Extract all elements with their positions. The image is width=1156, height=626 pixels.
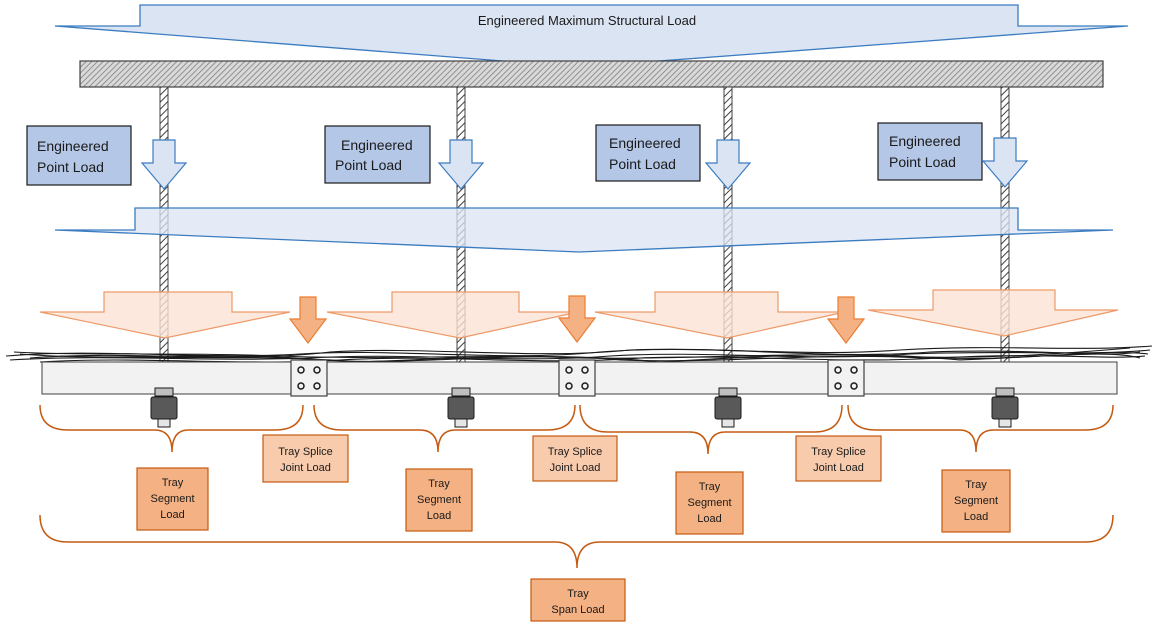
point-load-arrow bbox=[140, 139, 188, 190]
segment-label-2: Tray Segment Load bbox=[405, 468, 473, 532]
splice-plate bbox=[290, 359, 328, 397]
rod-nuts bbox=[150, 387, 1019, 428]
rod-nut bbox=[447, 387, 475, 428]
point-load-text: Point Load bbox=[335, 157, 402, 173]
segment-load-arrow bbox=[594, 291, 846, 339]
span-label: Tray Span Load bbox=[530, 578, 626, 622]
structural-load-label: Engineered Maximum Structural Load bbox=[478, 13, 696, 28]
distributed-load-arrow bbox=[54, 207, 1114, 253]
point-load-arrows bbox=[140, 137, 1029, 190]
rod-nut bbox=[150, 387, 178, 428]
span-bracket bbox=[39, 514, 1114, 569]
segment-label-text: Segment bbox=[954, 495, 998, 507]
point-load-text: Engineered bbox=[37, 138, 109, 154]
point-load-box bbox=[324, 125, 431, 184]
segment-label-4: Tray Segment Load bbox=[941, 469, 1011, 533]
segment-brackets bbox=[39, 404, 1114, 455]
splice-label-2: Tray Splice Joint Load bbox=[532, 435, 618, 482]
point-load-text: Engineered bbox=[341, 137, 413, 153]
point-load-text: Engineered bbox=[889, 133, 961, 149]
splice-plate bbox=[827, 359, 865, 397]
splice-load-arrows bbox=[288, 295, 866, 344]
segment-label-text: Tray bbox=[428, 478, 450, 490]
point-load-box bbox=[595, 124, 701, 182]
splice-load-arrow bbox=[557, 295, 597, 343]
segment-bracket bbox=[847, 404, 1114, 453]
segment-label-text: Tray bbox=[699, 481, 721, 493]
splice-label-text: Joint Load bbox=[550, 462, 601, 474]
point-load-text: Engineered bbox=[609, 135, 681, 151]
splice-label-text: Tray Splice bbox=[278, 446, 333, 458]
span-label-text: Span Load bbox=[551, 604, 604, 616]
segment-bracket bbox=[39, 404, 304, 453]
splice-label-text: Tray Splice bbox=[548, 446, 603, 458]
segment-load-arrow bbox=[326, 291, 579, 339]
point-load-label-4: Engineered Point Load bbox=[877, 122, 983, 181]
splice-load-arrow bbox=[826, 296, 866, 344]
segment-load-arrows bbox=[39, 289, 1119, 339]
segment-label-text: Load bbox=[160, 509, 184, 521]
splice-plate bbox=[558, 359, 596, 397]
rod-nut bbox=[714, 387, 742, 428]
point-load-label-1: Engineered Point Load bbox=[26, 125, 132, 186]
point-load-arrow bbox=[981, 137, 1029, 188]
segment-load-arrow bbox=[39, 291, 291, 339]
point-load-arrow bbox=[704, 139, 752, 190]
segment-label-text: Load bbox=[697, 513, 721, 525]
point-load-arrow bbox=[437, 139, 485, 190]
segment-label-text: Load bbox=[427, 510, 451, 522]
point-load-text: Point Load bbox=[37, 159, 104, 175]
splice-label-text: Joint Load bbox=[813, 462, 864, 474]
segment-label-text: Tray bbox=[965, 479, 987, 491]
splice-load-arrow bbox=[288, 296, 328, 344]
overhead-beam bbox=[79, 60, 1104, 88]
structural-load-arrow: Engineered Maximum Structural Load bbox=[54, 4, 1129, 68]
point-load-label-3: Engineered Point Load bbox=[595, 124, 701, 182]
point-load-box bbox=[877, 122, 983, 181]
splice-plates bbox=[290, 359, 865, 397]
segment-label-1: Tray Segment Load bbox=[136, 467, 209, 531]
span-label-text: Tray bbox=[567, 588, 589, 600]
threaded-rod bbox=[159, 86, 169, 391]
splice-label-text: Tray Splice bbox=[811, 446, 866, 458]
segment-label-text: Segment bbox=[687, 497, 731, 509]
segment-bracket bbox=[579, 404, 843, 455]
threaded-rod bbox=[1000, 86, 1010, 391]
segment-label-text: Segment bbox=[417, 494, 461, 506]
cable-bundle bbox=[5, 345, 1153, 363]
segment-bracket bbox=[313, 404, 576, 453]
point-load-text: Point Load bbox=[609, 156, 676, 172]
splice-label-3: Tray Splice Joint Load bbox=[795, 435, 882, 482]
segment-label-text: Tray bbox=[162, 477, 184, 489]
segment-label-text: Load bbox=[964, 511, 988, 523]
rod-nut bbox=[991, 387, 1019, 428]
splice-label-1: Tray Splice Joint Load bbox=[262, 434, 349, 483]
point-load-text: Point Load bbox=[889, 154, 956, 170]
point-load-label-2: Engineered Point Load bbox=[324, 125, 431, 184]
segment-load-arrow bbox=[867, 289, 1119, 337]
point-load-box bbox=[26, 125, 132, 186]
splice-label-text: Joint Load bbox=[280, 462, 331, 474]
segment-label-text: Segment bbox=[150, 493, 194, 505]
segment-label-3: Tray Segment Load bbox=[675, 471, 744, 535]
